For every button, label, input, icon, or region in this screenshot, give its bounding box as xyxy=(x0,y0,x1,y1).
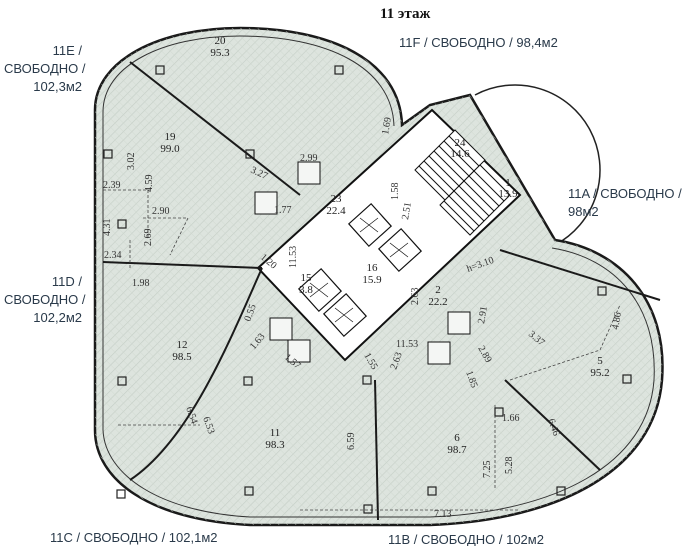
svg-text:98.3: 98.3 xyxy=(265,439,285,451)
svg-text:11: 11 xyxy=(270,427,281,439)
dim-label: 1.98 xyxy=(132,278,150,289)
dim-label: 4.31 xyxy=(102,219,113,237)
svg-text:12: 12 xyxy=(177,339,188,351)
svg-text:5: 5 xyxy=(597,355,603,367)
dim-label: 11.53 xyxy=(396,339,418,350)
svg-text:20: 20 xyxy=(215,35,227,47)
unit-11c-label: 11C / СВОБОДНО / 102,1м2 xyxy=(50,530,218,545)
dim-label: 2.90 xyxy=(152,206,170,217)
svg-text:13.9: 13.9 xyxy=(498,188,518,200)
dim-label: 2.69 xyxy=(143,229,154,247)
room-1-label: 113.9 xyxy=(498,177,518,200)
svg-text:99.0: 99.0 xyxy=(160,143,180,155)
svg-text:22.2: 22.2 xyxy=(428,296,447,308)
svg-text:16: 16 xyxy=(367,262,379,274)
floor-title: 11 этаж xyxy=(380,6,431,22)
dim-label: 2.51 xyxy=(400,201,414,220)
svg-text:23: 23 xyxy=(331,193,343,205)
svg-text:24: 24 xyxy=(455,137,467,149)
unit-11a-label: 11A / СВОБОДНО /98м2 xyxy=(568,186,682,219)
svg-text:2: 2 xyxy=(435,284,441,296)
dim-label: 2.91 xyxy=(476,305,490,324)
dim-label: 2.34 xyxy=(104,250,122,261)
room-2-label: 222.2 xyxy=(428,284,447,308)
dim-label: 1.58 xyxy=(390,183,401,201)
room-6-label: 698.7 xyxy=(447,432,467,456)
dim-label: 2.99 xyxy=(300,153,318,164)
dimension-lines xyxy=(103,189,621,511)
dim-label: 5.28 xyxy=(504,457,515,475)
inner-wall-line xyxy=(102,35,655,518)
unit-11f-label: 11F / СВОБОДНО / 98,4м2 xyxy=(399,35,558,50)
dim-label: 4.86 xyxy=(610,311,624,330)
svg-text:98.5: 98.5 xyxy=(172,351,192,363)
dim-label: 2.39 xyxy=(103,180,121,191)
svg-text:3.8: 3.8 xyxy=(299,284,313,296)
unit-11e-label: 11E /СВОБОДНО /102,3м2 xyxy=(4,43,86,94)
svg-text:14.6: 14.6 xyxy=(450,148,470,160)
svg-text:95.2: 95.2 xyxy=(590,367,609,379)
unit-11d-label: 11D /СВОБОДНО /102,2м2 xyxy=(4,274,86,325)
dim-label: 7.25 xyxy=(482,461,493,479)
svg-text:15.9: 15.9 xyxy=(362,274,382,286)
stairs xyxy=(414,129,511,236)
dim-label: 7.13 xyxy=(434,509,452,520)
svg-text:6: 6 xyxy=(454,432,460,444)
wet-rooms xyxy=(254,161,471,365)
dim-label: 4.59 xyxy=(144,175,155,193)
dim-label: 1.77 xyxy=(274,205,292,216)
dim-label: 11.53 xyxy=(288,246,299,268)
svg-text:1: 1 xyxy=(505,177,511,189)
dim-label: 2.63 xyxy=(410,288,421,306)
svg-text:95.3: 95.3 xyxy=(210,47,230,59)
lift-shafts xyxy=(297,202,423,338)
room-15-label: 153.8 xyxy=(299,272,313,296)
dim-label: 6.59 xyxy=(346,433,357,451)
svg-text:98.7: 98.7 xyxy=(447,444,467,456)
svg-text:19: 19 xyxy=(165,131,177,143)
dim-label: 1.66 xyxy=(502,413,520,424)
dim-label: 3.02 xyxy=(126,153,137,171)
columns xyxy=(103,65,632,514)
svg-text:22.4: 22.4 xyxy=(326,205,346,217)
room-5-label: 595.2 xyxy=(590,355,609,379)
core-circular-wall xyxy=(474,84,601,246)
partition-walls xyxy=(102,61,661,521)
dim-label: 1.69 xyxy=(380,116,394,135)
svg-text:15: 15 xyxy=(301,272,313,284)
unit-11b-label: 11B / СВОБОДНО / 102м2 xyxy=(388,532,544,546)
